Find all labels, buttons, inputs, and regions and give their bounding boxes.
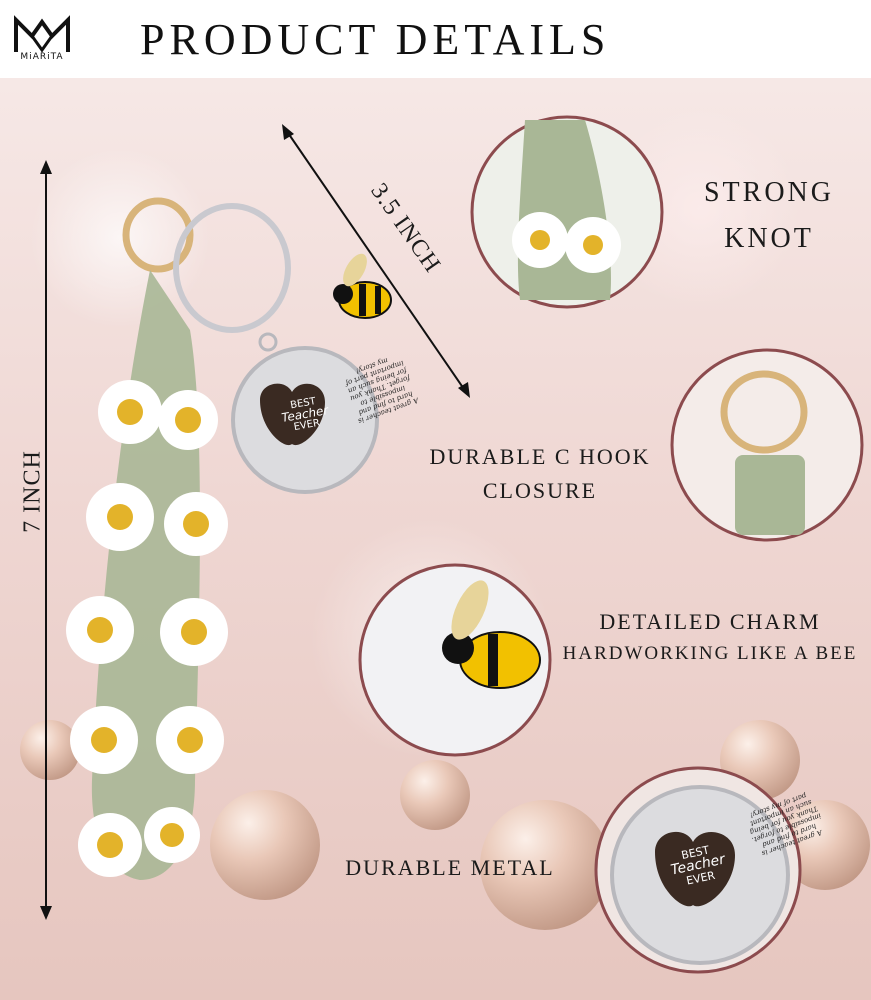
feature-charm-line2: HARDWORKING LIKE A BEE (562, 643, 858, 664)
teacher-tag (231, 332, 379, 494)
brand-name: MiARiTA (20, 52, 64, 62)
feature-knot-line1: STRONG (703, 177, 834, 208)
macrame-strap (91, 270, 200, 880)
pearl-decoration (400, 760, 470, 830)
height-dimension-label: 7 INCH (19, 450, 46, 533)
height-arrow (40, 160, 52, 920)
metal-detail-image (594, 766, 802, 974)
charm-detail-image (358, 563, 552, 757)
pearl-decoration (210, 790, 320, 900)
product-illustration (40, 115, 864, 974)
width-arrow (282, 124, 470, 398)
feature-hook-line1: DURABLE C HOOK (429, 444, 651, 469)
feature-label-knot: STRONG KNOT (684, 170, 854, 262)
feature-hook-line2: CLOSURE (482, 478, 598, 503)
key-ring (173, 203, 291, 333)
feature-label-metal: DURABLE METAL (335, 853, 565, 883)
knot-detail-image (470, 115, 664, 309)
feature-charm-line1: DETAILED CHARM (599, 609, 821, 634)
hook-detail-image (670, 348, 864, 542)
pearl-decoration (480, 800, 610, 930)
feature-knot-line2: KNOT (724, 223, 814, 254)
bee-charm (333, 253, 392, 319)
feature-label-hook: DURABLE C HOOK CLOSURE (420, 440, 660, 508)
brand-logo (14, 15, 70, 53)
feature-label-charm: DETAILED CHARM HARDWORKING LIKE A BEE (555, 606, 865, 670)
header-bar: MiARiTA PRODUCT DETAILS (0, 0, 871, 78)
daisy-flowers (66, 380, 228, 877)
pearl-decoration (20, 720, 80, 780)
gold-clasp (122, 197, 194, 273)
feature-metal-line1: DURABLE METAL (345, 855, 555, 880)
page-title: PRODUCT DETAILS (140, 15, 611, 64)
